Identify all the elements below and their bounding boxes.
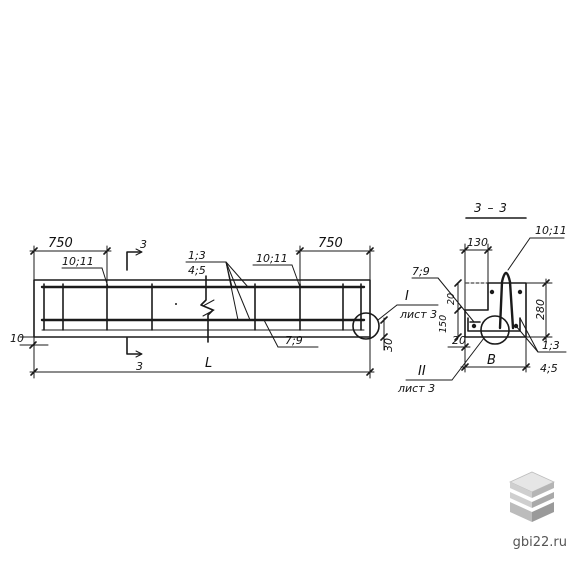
logo-slab-mid [532,492,554,508]
dim-height: 280 [534,299,547,320]
section-mark-top: 10;11 [535,224,567,237]
dim-tick [380,316,388,324]
dim-20-bottom: 20 [452,334,466,347]
dim-20-top: 20 [446,293,457,305]
section-mark-bottom: 3 [136,360,143,373]
callout-I-sheet: лист 3 [399,308,437,321]
section-cut-bottom [126,337,142,355]
break-line [200,275,214,343]
detail-circle-II [480,315,510,345]
site-url-text: gbi22.ru [512,535,567,550]
dim-tick [103,247,111,255]
section-arrow [135,248,143,256]
leader [225,261,251,321]
leader [515,325,539,353]
logo-slab-bottom [510,502,532,522]
leader [451,337,485,381]
stirrups [43,283,362,331]
mark-top-left: 10;11 [62,255,94,268]
detail-circle-I [352,312,380,340]
section-outline [464,282,527,338]
callout-II-sheet: лист 3 [397,382,435,395]
leader [377,304,398,321]
dim-tick [522,363,530,371]
dim-tick [454,279,462,287]
dim-bottom-offset: 10 [10,332,24,345]
dim-right-vertical: 30 [382,338,395,352]
dim-tick [29,341,37,349]
logo-slab-top-side [532,482,554,498]
mark-center-2: 4;5 [188,264,206,277]
leader [225,261,239,321]
length-label: L [205,356,212,371]
callout-II: II [418,364,426,379]
dim-tick [454,306,462,314]
section-mark-br-2: 4;5 [540,362,558,375]
section-stirrup [498,271,515,330]
mark-center-1: 1;3 [188,249,206,262]
dim-top-label: 130 [467,236,488,249]
mark-top-right: 10;11 [256,252,288,265]
dim-tick [380,333,388,341]
dim-tick [461,363,469,371]
logo-slab-top-side [510,482,532,498]
beam-outline [33,279,371,338]
break-tick [202,309,215,317]
width-label: B [487,353,496,368]
section-arrow [135,350,143,358]
logo-slab-bottom [532,502,554,522]
leader [101,267,109,288]
section-mark-top: 3 [140,238,147,251]
callout-I: I [405,289,409,304]
dim-tick [30,247,38,255]
section-cut-top [126,251,142,271]
leader [225,261,249,288]
dim-tick [542,333,550,341]
rebar-dot [517,289,523,295]
dim-tick [30,368,38,376]
dim-tick [542,279,550,287]
leader [437,277,475,323]
mark-bottom: 7;9 [285,334,303,347]
section-mark-left: 7;9 [412,265,430,278]
dim-tick [461,246,469,254]
dim-tick [454,333,462,341]
logo-slab-mid [510,492,532,508]
rebar-dot [471,323,477,329]
dim-left-label: 750 [48,236,73,251]
section-mark-br-1: 1;3 [542,339,560,352]
dim-tick [366,368,374,376]
dim-tick [296,247,304,255]
break-tick [202,299,215,307]
leader [291,264,301,288]
beam-elevation: 750 750 10;11 10;11 1;3 4;5 7;9 10 L [10,236,439,379]
leader [507,237,531,271]
dim-150: 150 [438,315,449,333]
section-title: 3 – 3 [474,201,508,215]
section-3-3: 3 – 3 II лист 3 130 10;11 7; [397,201,567,395]
rebar-dot [489,289,495,295]
center-dot [175,303,177,305]
leader [263,319,279,348]
dim-tick [366,247,374,255]
gbi-logo-icon [509,471,555,522]
section-stirrup-hook [467,317,521,332]
leader [519,317,539,353]
dim-tick [484,246,492,254]
dim-right-label: 750 [318,236,343,251]
